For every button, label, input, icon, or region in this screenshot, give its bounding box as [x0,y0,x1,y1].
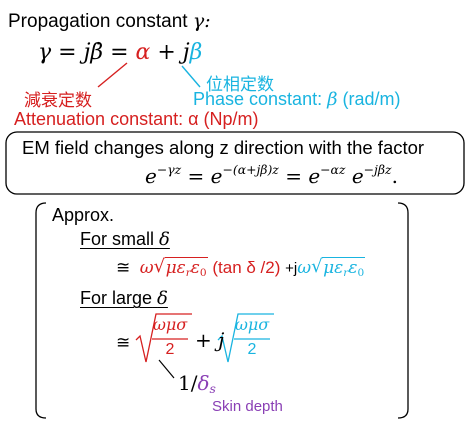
attenuation-constant-label: Attenuation constant: α (Np/m) [14,109,259,129]
skin-delta: δs [197,371,216,397]
atten-pointer-line [97,62,128,88]
large-delta-heading: For large δ [80,288,168,309]
phase-constant-beta: β [327,89,338,110]
exp2: e−(α+jβ)z [210,161,279,188]
small-delta-heading: For small δ [80,229,170,250]
skin-depth-expression: 1/δs [178,371,216,396]
eq-lhs: γ = j [38,40,91,65]
large-delta-text: For large δ [80,288,168,309]
large-real-numerator: ωμσ [152,315,188,334]
skin-depth-label: Skin depth [212,398,283,415]
page-title: Propagation constant γ: [8,10,211,33]
large-real-denominator: 2 [165,341,175,358]
exp4: e−jβz [351,161,392,188]
propagation-equation: γ = jβ̇ = α + jβ [38,40,202,65]
jp-phase-label: 位相定数 [206,75,274,94]
small-real-part: ω√μεrε0 (tan δ /2) [139,256,281,279]
large-approx-sym: ≅ [116,333,131,352]
approx-label: Approx. [52,205,115,225]
small-approx-sym: ≅ [116,258,131,277]
exp1: e−γz [145,161,182,188]
large-plus-j: + j [195,328,225,352]
approx-left-bracket [35,202,47,419]
small-delta-text: For small δ [80,229,170,250]
large-imag-numerator: ωμσ [234,315,270,334]
eq-plus-j: + j [150,40,190,65]
eq-equals: = [103,40,136,65]
phase-constant-text: Phase constant: [193,89,323,109]
exp-eq1: = [181,164,211,188]
small-imag-part: ω√μεrε0 [297,256,366,279]
eq-beta: β [189,40,203,65]
field-factor-text: EM field changes along z direction with … [22,137,425,158]
skin-pointer-line [158,359,175,379]
exp3: e−αz [308,161,346,188]
phase-constant-unit: (rad/m) [342,89,401,109]
large-imag-denominator: 2 [247,341,257,358]
field-factor-box [5,131,465,195]
title-gamma: γ: [192,10,211,32]
small-imag-sqrt: √μεrε0 [311,256,366,279]
eq-beta-hat: β̇ [90,40,104,65]
exp-dot: . [391,164,398,188]
phase-constant-label: Phase constant: β (rad/m) [193,89,401,110]
field-factor-equation: e−γz = e−(α+jβ)z = e−αz e−jβz. [145,161,398,188]
eq-alpha: α [135,40,151,65]
small-delta-equation: ≅ ω√μεrε0 (tan δ /2) +jω√μεrε0 [116,256,366,279]
small-tan-part: (tan δ /2) [212,258,281,277]
jp-attenuation-label: 減衰定数 [24,91,92,110]
small-plus-j: +j [285,260,298,277]
exp-eq2: = [278,164,309,188]
title-text: Propagation constant [8,11,188,32]
approx-right-bracket [397,202,409,419]
skin-one-over: 1/ [178,371,198,395]
phase-pointer-line [181,65,201,88]
small-real-sqrt: √μεrε0 [153,256,208,279]
